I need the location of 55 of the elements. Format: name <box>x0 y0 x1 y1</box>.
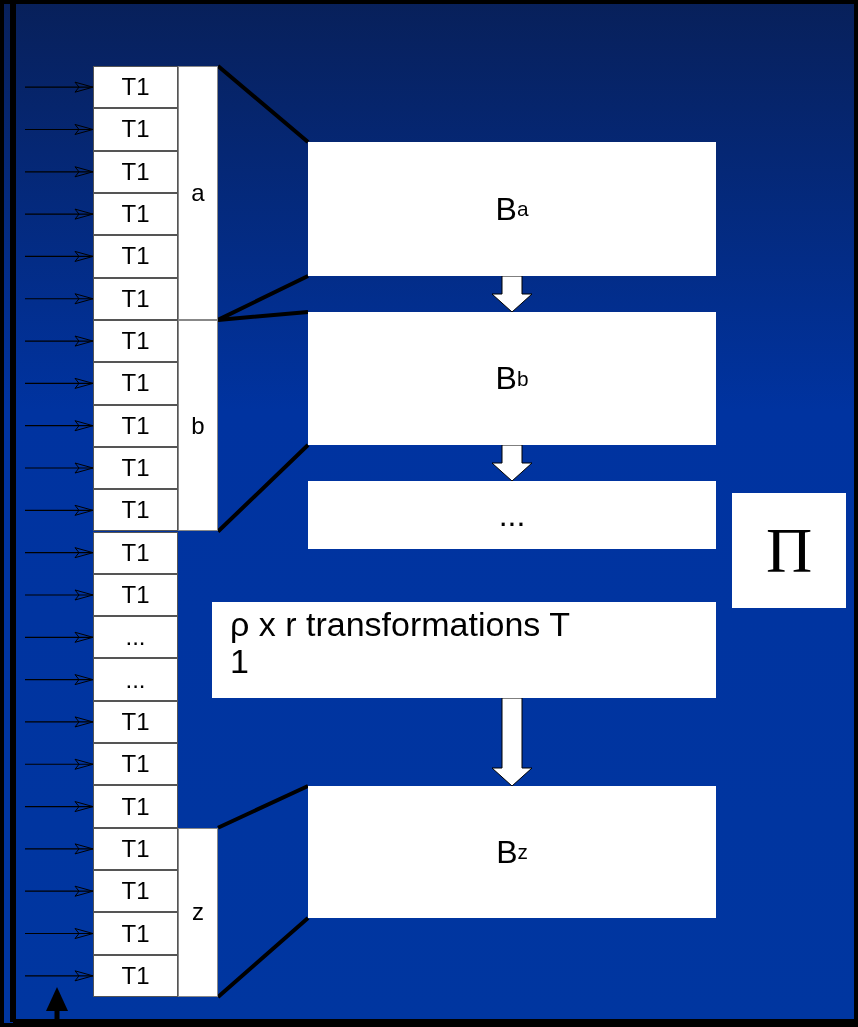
transformation-cell: T1 <box>93 531 178 574</box>
bracket-line <box>216 310 310 534</box>
input-arrow <box>24 293 94 305</box>
transformation-cell: T1 <box>93 446 178 490</box>
group-bar: b <box>178 319 218 532</box>
input-arrow <box>24 674 94 686</box>
input-arrow <box>24 81 94 93</box>
input-arrow <box>24 970 94 982</box>
block-arrow <box>491 697 533 787</box>
input-arrow <box>24 716 94 728</box>
transformation-cell: T1 <box>93 912 178 955</box>
input-arrow <box>24 250 94 262</box>
input-arrow <box>24 208 94 220</box>
input-arrow <box>24 928 94 939</box>
transformation-cell: T1 <box>93 66 178 109</box>
input-arrow <box>24 631 94 643</box>
transformation-cell: T1 <box>93 870 178 913</box>
transformation-cell: T1 <box>93 827 178 871</box>
input-arrow <box>24 547 94 559</box>
group-bar: z <box>178 827 218 997</box>
transformation-cell: T1 <box>93 150 178 193</box>
input-arrow <box>24 377 94 389</box>
transformation-cell: T1 <box>93 954 178 997</box>
transformation-cell: ... <box>93 616 178 659</box>
note-box: ρ x r transformations T 1 <box>212 602 716 698</box>
input-arrow <box>24 420 94 432</box>
transformation-cell: T1 <box>93 108 178 151</box>
transformation-cell: T1 <box>93 362 178 405</box>
symbol-box: Π <box>732 493 846 608</box>
input-arrow <box>24 843 94 855</box>
input-arrow <box>24 589 94 601</box>
transformation-cell: T1 <box>93 785 178 828</box>
block-arrow <box>491 444 533 482</box>
transformation-cell: T1 <box>93 573 178 617</box>
group-bar: a <box>178 66 218 320</box>
input-arrow <box>24 462 94 474</box>
block-box: ... <box>308 481 716 549</box>
transformation-cell: T1 <box>93 743 178 786</box>
transformation-cell: T1 <box>93 192 178 236</box>
transformation-cell: ... <box>93 658 178 701</box>
block-arrow <box>491 275 533 313</box>
transformation-cell: T1 <box>93 319 178 363</box>
input-arrow <box>24 504 94 516</box>
bracket-line <box>216 784 310 999</box>
input-arrow <box>24 801 94 813</box>
transformation-cell: T1 <box>93 277 178 320</box>
transformation-cell: T1 <box>93 700 178 744</box>
input-arrow <box>24 335 94 347</box>
transformation-cell: T1 <box>93 235 178 278</box>
transformation-cell: T1 <box>93 489 178 532</box>
transformation-cell: T1 <box>93 404 178 447</box>
input-arrow <box>24 124 94 135</box>
input-arrow <box>24 166 94 178</box>
input-arrow <box>24 885 94 897</box>
input-arrow <box>24 758 94 770</box>
